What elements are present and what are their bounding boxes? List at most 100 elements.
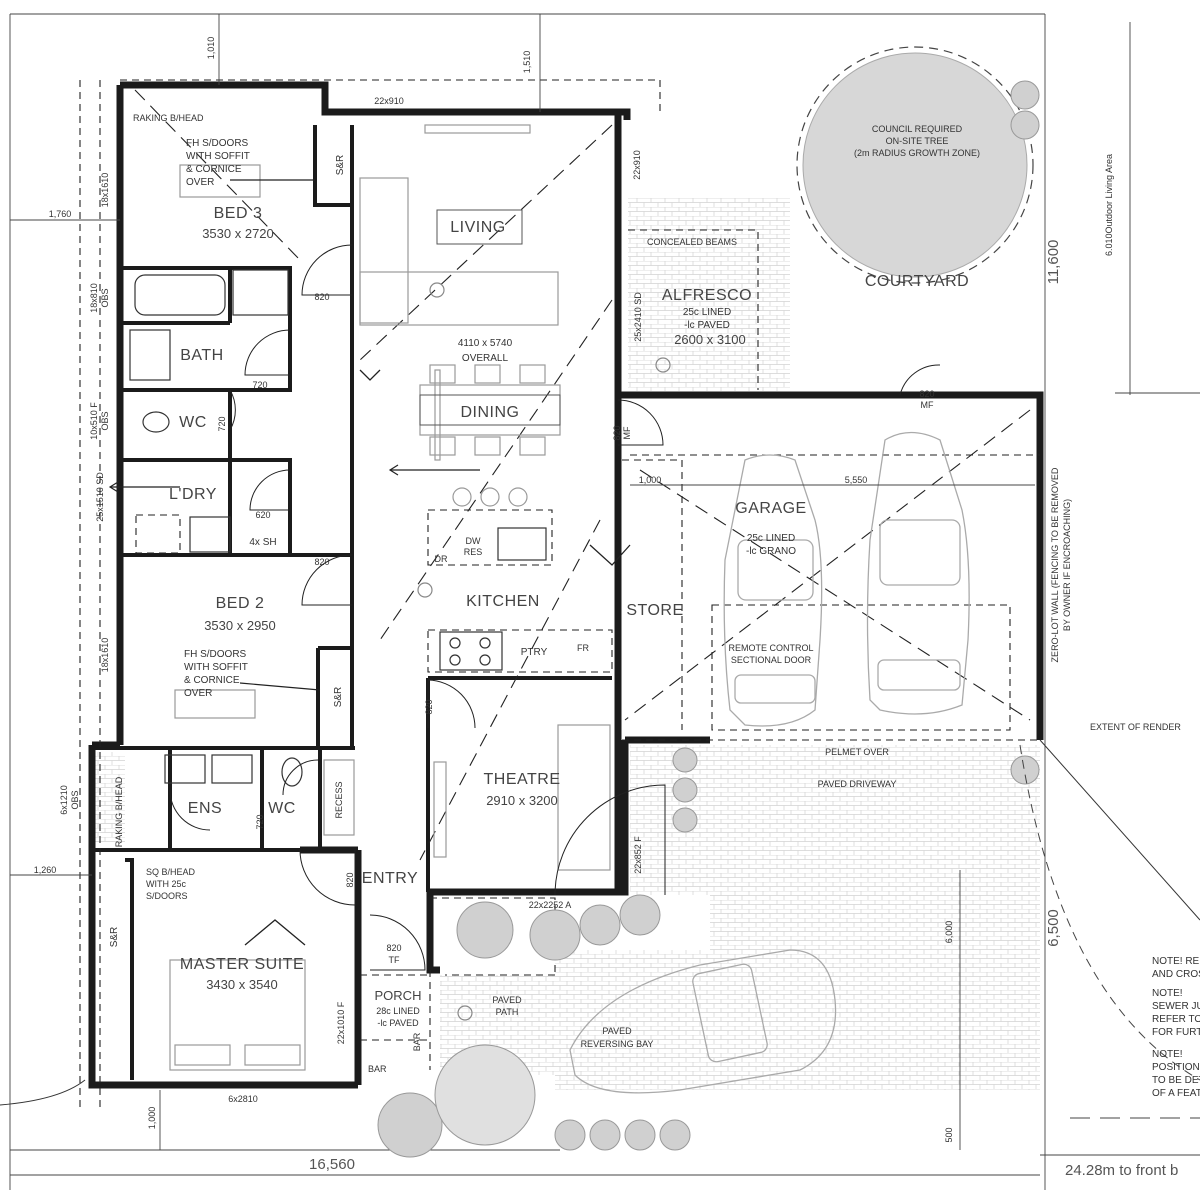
dim-1760: 1,760 — [49, 209, 72, 219]
note3-l1: NOTE! — [1152, 1049, 1183, 1060]
ceiling-lines — [134, 89, 1031, 861]
council-tree-l2: ON-SITE TREE — [886, 136, 949, 146]
w-ens-l: 6x1210 — [59, 785, 69, 815]
note2-l1: NOTE! — [1152, 988, 1183, 999]
paved-reversing-l1: PAVED — [602, 1026, 632, 1036]
dim-6000: 6,000 — [944, 921, 954, 944]
fh-doors-1-l4: OVER — [186, 177, 214, 188]
extent-render: EXTENT OF RENDER — [1090, 722, 1181, 732]
dashed-outlines — [79, 79, 1040, 1110]
w-living-r: 22x910 — [632, 150, 642, 180]
tf-label: TF — [389, 955, 400, 965]
sq-bhead-l1: SQ B/HEAD — [146, 867, 196, 877]
outdoor-area: 6.010Outdoor Living Area — [1104, 154, 1114, 256]
direction-arrows — [108, 179, 480, 691]
alfresco-name: ALFRESCO — [662, 287, 752, 304]
dining-name: DINING — [461, 404, 520, 421]
dw-label: DW — [466, 536, 481, 546]
w-top-bed3: 22x910 — [374, 96, 404, 106]
sr-1: S&R — [335, 155, 346, 176]
d-ldry: 620 — [255, 510, 270, 520]
fr-label: FR — [577, 643, 589, 653]
note2-l4: FOR FURTI — [1152, 1027, 1200, 1038]
entry-name: ENTRY — [362, 870, 418, 887]
bar2-label: BAR — [412, 1032, 422, 1051]
sq-bhead-l3: S/DOORS — [146, 891, 188, 901]
raking-bhead-top: RAKING B/HEAD — [133, 113, 204, 123]
walls — [88, 81, 1044, 1089]
dim-6500: 6,500 — [1045, 909, 1062, 947]
dim-1510: 1,510 — [522, 51, 532, 74]
dim-1010: 1,010 — [206, 37, 216, 60]
zero-lot-l1: ZERO-LOT WALL (FENCING TO BE REMOVED — [1050, 467, 1060, 662]
w-wc-l2: OBS — [100, 411, 110, 430]
window-labels: 22x910 22x910 18x1610 18x810 OBS 10x510 … — [59, 96, 643, 1104]
ens-name: ENS — [188, 800, 222, 817]
d-bed2: 820 — [314, 557, 329, 567]
people-icons — [417, 282, 671, 1021]
mf-label: MF — [921, 400, 934, 410]
pelmet-label: PELMET OVER — [825, 747, 889, 757]
d-wc: 720 — [217, 416, 227, 431]
label-boxes — [419, 209, 561, 426]
annotation-labels: RAKING B/HEAD FH S/DOORS WITH SOFFIT & C… — [109, 113, 1181, 1074]
cars — [569, 431, 970, 1094]
bed2-name: BED 2 — [216, 595, 265, 612]
dr-label: DR — [435, 554, 448, 564]
garage-line2: -lc GRANO — [746, 546, 796, 557]
living-name: LIVING — [450, 219, 505, 236]
porch-line1: 28c LINED — [376, 1006, 420, 1016]
w-bed2-l: 18x1610 — [100, 638, 110, 673]
wc1-name: WC — [179, 414, 207, 431]
theatre-name: THEATRE — [484, 771, 561, 788]
fh-doors-2-l4: OVER — [184, 688, 212, 699]
furniture — [129, 124, 611, 1071]
fh-doors-1-l2: WITH SOFFIT — [186, 151, 250, 162]
room-labels: BED 3 3530 x 2720 BATH WC L'DRY BED 2 35… — [169, 205, 969, 1028]
door-labels: 820 720 720 620 820 720 820 820 820 820 … — [217, 292, 935, 953]
w-bath-l2: OBS — [100, 288, 110, 307]
fh-doors-1-l3: & CORNICE — [186, 164, 242, 175]
courtyard-name: COURTYARD — [865, 273, 969, 290]
d-ens: 720 — [255, 814, 265, 829]
mf-label-2: MF — [622, 426, 632, 439]
w-master-r: 22x1010 F — [336, 1001, 346, 1044]
garage-line1: 25c LINED — [747, 533, 795, 544]
overall-size: 4110 x 5740 — [458, 338, 513, 349]
dim-1000-b: 1,000 — [147, 1107, 157, 1130]
dimension-lines — [10, 14, 1035, 1150]
ldry-name: L'DRY — [169, 486, 217, 503]
bed3-size: 3530 x 2720 — [202, 226, 274, 241]
landscaping — [0, 46, 1200, 1158]
sr-2: S&R — [333, 687, 344, 708]
alfresco-line1: 25c LINED — [683, 307, 731, 318]
bed3-name: BED 3 — [214, 205, 263, 222]
remote-door-l2: SECTIONAL DOOR — [731, 655, 812, 665]
bed2-size: 3530 x 2950 — [204, 618, 276, 633]
w-entry: 22x2252 A — [529, 900, 572, 910]
ptry-label: PTRY — [521, 647, 548, 658]
paved-path-l1: PAVED — [492, 995, 522, 1005]
store-name: STORE — [626, 602, 683, 619]
fh-doors-2-l1: FH S/DOORS — [184, 649, 247, 660]
notes: NOTE! RE AND CROS NOTE! SEWER JU REFER T… — [1152, 956, 1200, 1099]
kitchen-name: KITCHEN — [466, 593, 540, 610]
bath-name: BATH — [180, 347, 223, 364]
w-alf: 25x2410 SD — [633, 292, 643, 342]
note3-l4: OF A FEAT — [1152, 1088, 1200, 1099]
d-entry: 820 — [386, 943, 401, 953]
fh-doors-2-l3: & CORNICE — [184, 675, 240, 686]
w-master-b: 6x2810 — [228, 1094, 258, 1104]
dim-500: 500 — [944, 1127, 954, 1142]
note3-l2: POSITION — [1152, 1062, 1200, 1073]
master-size: 3430 x 3540 — [206, 977, 278, 992]
paved-reversing-l2: REVERSING BAY — [581, 1039, 654, 1049]
note2-l2: SEWER JU — [1152, 1001, 1200, 1012]
note1-l2: AND CROS — [1152, 969, 1200, 980]
w-ens-l2: OBS — [70, 790, 80, 809]
master-name: MASTER SUITE — [180, 956, 304, 973]
alfresco-line2: -lc PAVED — [684, 320, 730, 331]
site-boundary — [9, 13, 1200, 1190]
bar1-label: BAR — [368, 1064, 387, 1074]
